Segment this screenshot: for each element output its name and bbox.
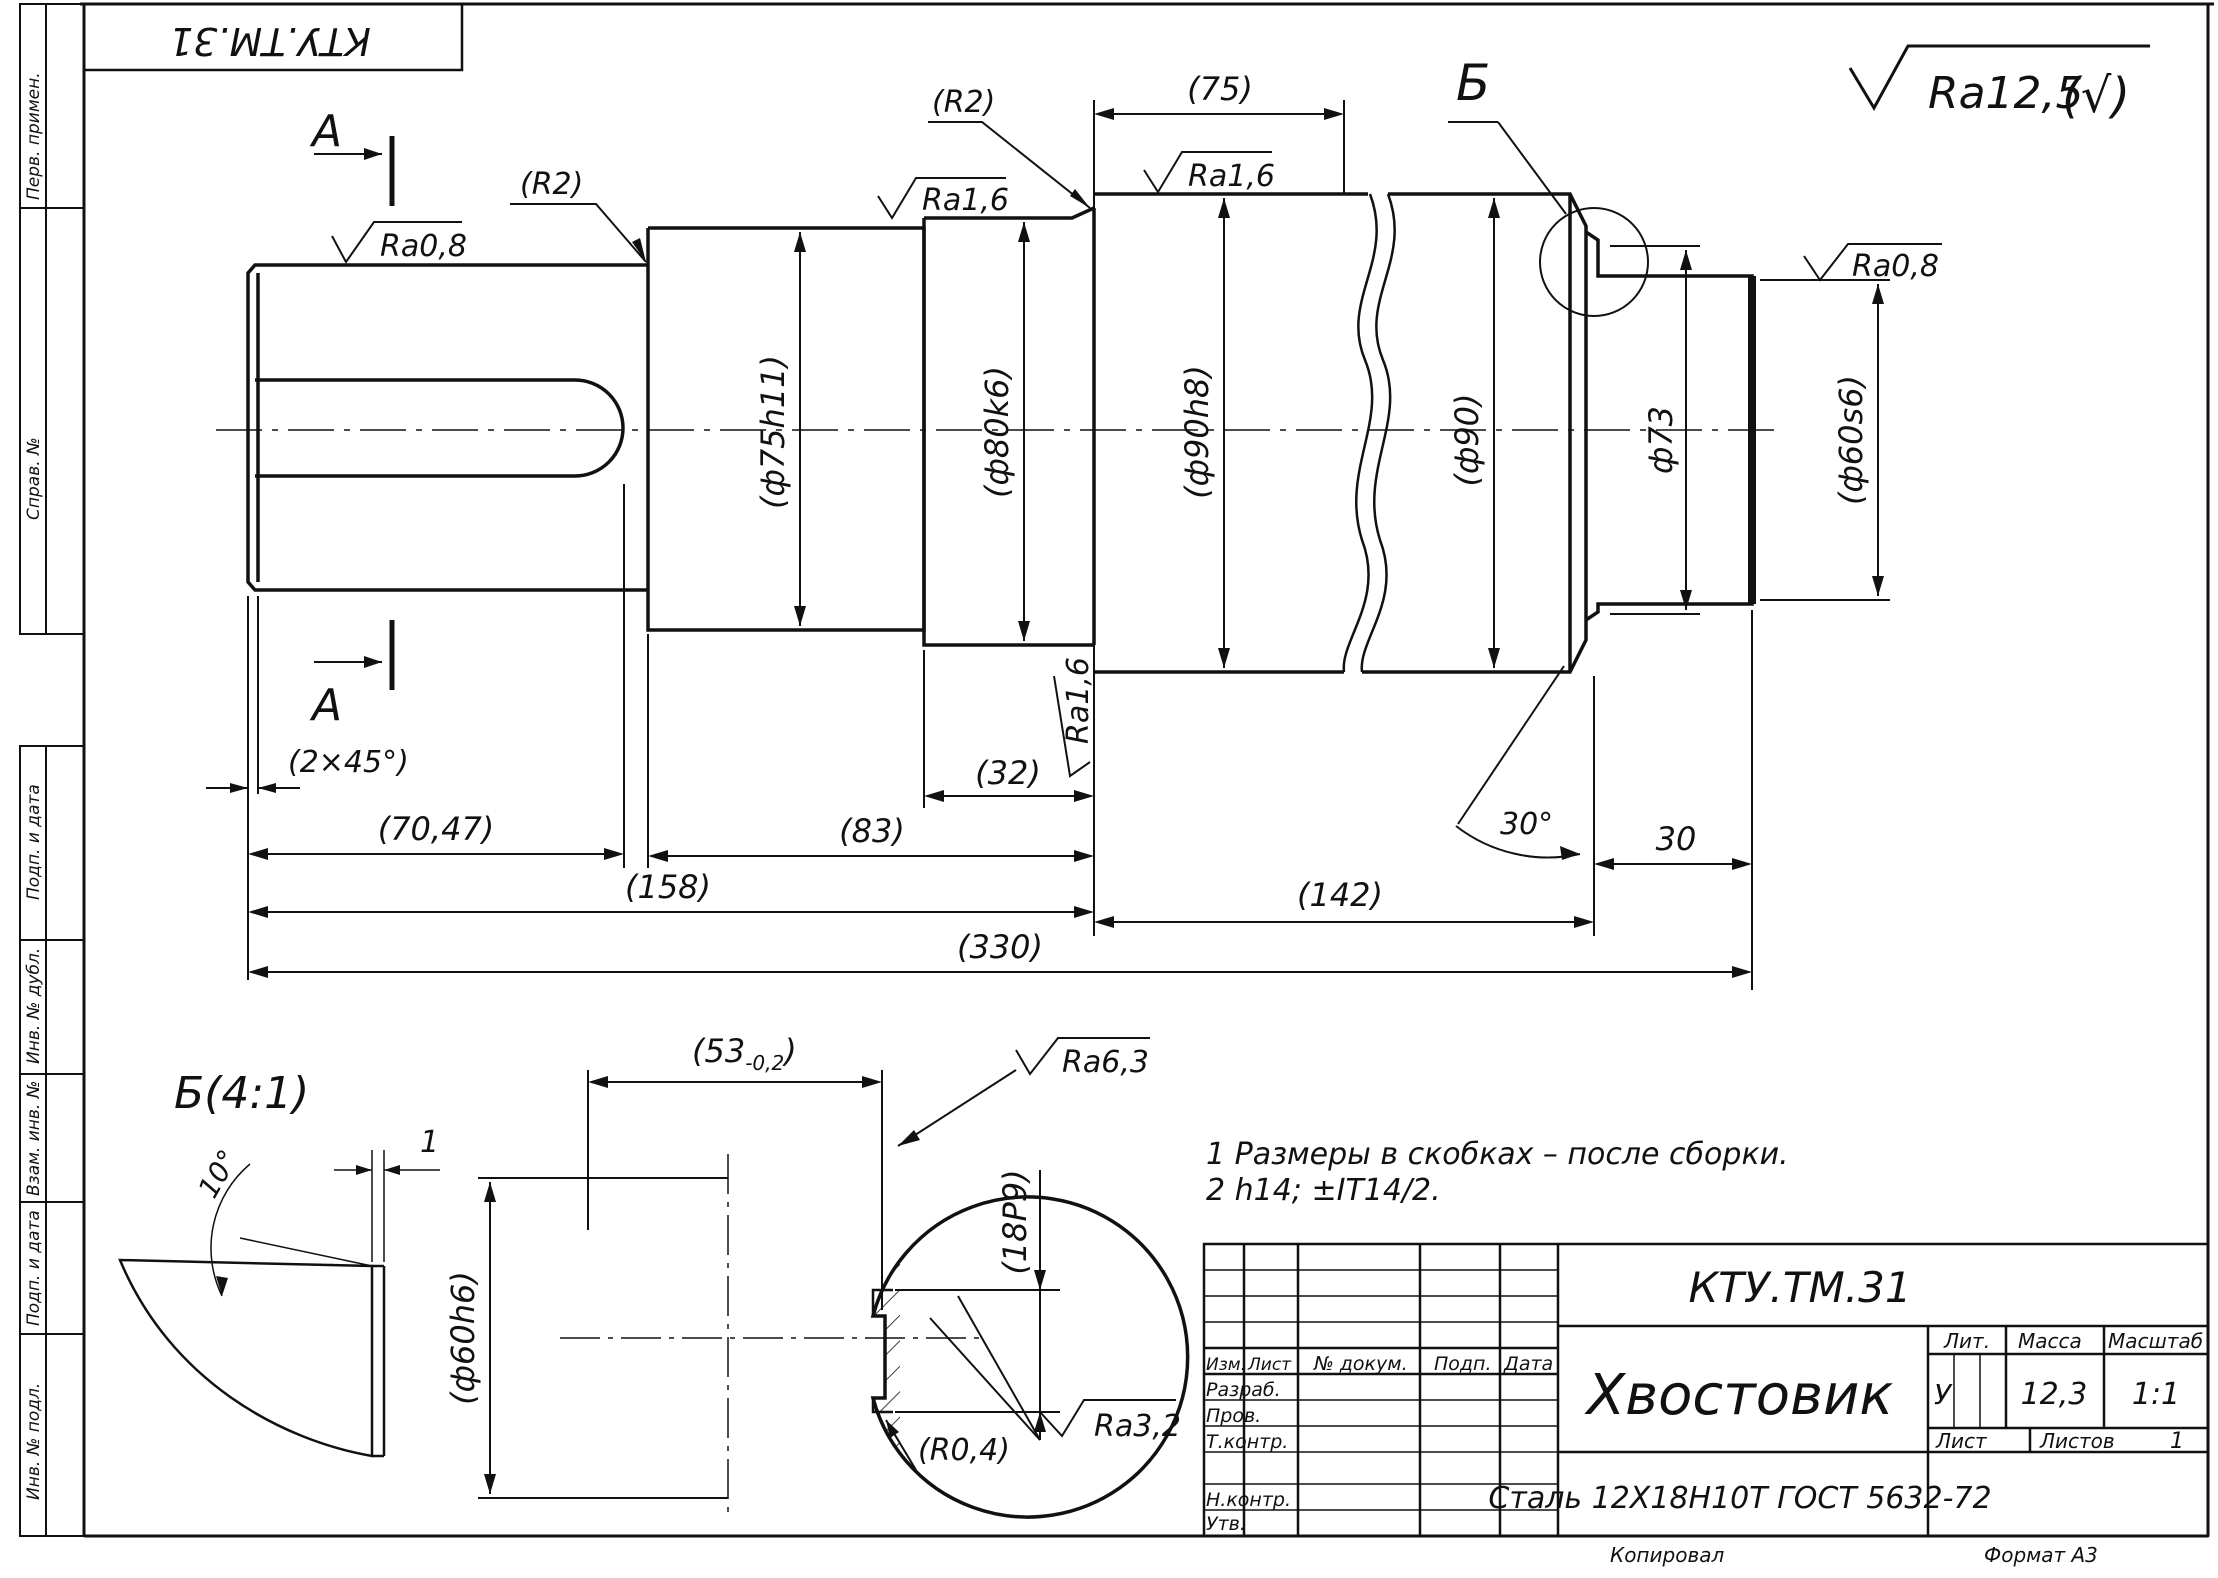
sheet-label: Лист (1935, 1429, 1988, 1453)
dim-158: (158) (625, 868, 711, 906)
dim-d90: (ф90) (1448, 393, 1486, 486)
note-2: 2 h14; ±IT14/2. (1206, 1173, 1441, 1208)
general-roughness-value: Ra12,5 (1928, 68, 2084, 119)
role-utv: Утв. (1206, 1513, 1246, 1535)
section-label-top: А (309, 106, 342, 157)
note-1: 1 Размеры в скобках – после сборки. (1206, 1137, 1789, 1172)
side-label-sprav: Справ. № (24, 437, 44, 520)
section-markers: А А (309, 106, 395, 731)
rotated-drawing-code: КТУ.ТМ.31 (169, 19, 371, 63)
dim-chamfer: (2×45°) (288, 745, 409, 780)
dim-330: (330) (957, 928, 1043, 966)
side-label-perv-primen: Перв. примен. (24, 72, 44, 200)
dim-d60h6: (ф60h6) (444, 1271, 482, 1405)
col-sign: Подп. (1434, 1353, 1492, 1375)
dim-18p9: (18P9) (996, 1169, 1034, 1274)
col-date: Дата (1503, 1353, 1553, 1375)
side-label-vzam-inv: Взам. инв. № (24, 1081, 44, 1196)
radius-key: (R0,4) (918, 1433, 1010, 1468)
dim-75: (75) (1187, 70, 1253, 108)
detail-scale-label: Б(4:1) (174, 1068, 309, 1119)
col-izm: Изм. (1206, 1355, 1246, 1375)
side-label-podp-data-2: Подп. и дата (24, 1210, 44, 1326)
dim-83: (83) (839, 812, 905, 850)
diameter-dimensions: (ф75h11) (ф80k6) (ф90h8) (ф90) ф73 (ф60s… (754, 198, 1890, 668)
side-stamp-labels: Перв. примен. Справ. № Подп. и дата Инв.… (24, 72, 44, 1500)
ra-left-journal: Ra0,8 (380, 229, 467, 264)
drawing-frame (19, 2, 2214, 1538)
section-view: (53-0,2) (ф60h6) (18P9) Ra6,3 Ra3,2 (R0,… (444, 1032, 1190, 1520)
mass-label: Масса (2018, 1329, 2082, 1353)
title-material: Сталь 12Х18Н10Т ГОСТ 5632-72 (1488, 1481, 1991, 1516)
footer-format: Формат А3 (1984, 1543, 2098, 1567)
roughness-marks: Ra0,8 Ra1,6 Ra1,6 Ra1,6 Ra0,8 (331, 151, 1942, 778)
mass-value: 12,3 (2021, 1377, 2088, 1412)
detail-dim-1: 1 (420, 1125, 439, 1160)
dim-d80: (ф80k6) (978, 366, 1016, 498)
sheets-label: Листов (2039, 1429, 2115, 1453)
detail-label-main: Б (1456, 54, 1490, 112)
footer: Копировал Формат А3 (1610, 1543, 2098, 1567)
dim-d73: ф73 (1642, 406, 1680, 474)
scale-value: 1:1 (2132, 1377, 2180, 1412)
dim-d90h8: (ф90h8) (1178, 365, 1216, 499)
detail-view: Б(4:1) 1 10° (118, 1068, 440, 1458)
ra-keyway-side: Ra6,3 (1062, 1045, 1149, 1080)
sheets-value: 1 (2170, 1429, 2184, 1454)
role-prov: Пров. (1206, 1405, 1261, 1427)
title-part-name: Хвостовик (1584, 1363, 1894, 1428)
role-razrab: Разраб. (1206, 1379, 1281, 1401)
side-label-podp-data-1: Подп. и дата (24, 784, 44, 900)
detail-angle: 10° (191, 1144, 244, 1203)
ra-right-journal: Ra0,8 (1852, 249, 1939, 284)
scale-label: Масштаб (2108, 1329, 2203, 1353)
notes: 1 Размеры в скобках – после сборки. 2 h1… (1206, 1137, 1789, 1208)
side-label-inv-dubl: Инв. № дубл. (24, 948, 44, 1064)
lit-label: Лит. (1943, 1329, 1990, 1353)
dim-142: (142) (1297, 876, 1383, 914)
ra-d80: Ra1,6 (922, 183, 1009, 218)
side-label-inv-podl: Инв. № подл. (24, 1383, 44, 1500)
dim-angle-30: 30° (1500, 807, 1553, 842)
general-roughness-bracket: (√) (2062, 68, 2130, 124)
dim-70-47: (70,47) (378, 810, 495, 848)
ra-shoulder: Ra1,6 (1061, 657, 1096, 744)
dim-d75: (ф75h11) (754, 355, 792, 509)
dim-53: (53-0,2) (692, 1032, 797, 1075)
ra-keyway-bottom: Ra3,2 (1094, 1409, 1181, 1444)
detail-marker: Б (1448, 54, 1649, 317)
col-list: Лист (1247, 1355, 1292, 1375)
footer-copied: Копировал (1610, 1543, 1724, 1567)
radius-leaders: (R2) (R2) (510, 85, 1091, 263)
dim-d60s6: (ф60s6) (1832, 375, 1870, 505)
role-tkontr: Т.контр. (1206, 1431, 1288, 1453)
col-doc: № докум. (1313, 1353, 1408, 1375)
dim-30: 30 (1656, 820, 1697, 858)
radius-top: (R2) (932, 85, 995, 120)
ra-d90: Ra1,6 (1188, 159, 1275, 194)
dim-32: (32) (975, 754, 1041, 792)
general-roughness: Ra12,5 (√) (1848, 44, 2150, 124)
length-dimensions: (2×45°) (70,47) (83) (32) (75) (158) (14… (206, 70, 1753, 990)
role-nkontr: Н.контр. (1206, 1489, 1291, 1511)
title-code: КТУ.ТМ.31 (1688, 1263, 1911, 1312)
section-label-bottom: А (309, 680, 342, 731)
lit-value: У (1934, 1378, 1953, 1411)
rotated-code-box: КТУ.ТМ.31 (84, 4, 464, 72)
radius-left: (R2) (520, 167, 583, 202)
title-block: КТУ.ТМ.31 Хвостовик Сталь 12Х18Н10Т ГОСТ… (1202, 1242, 2210, 1538)
